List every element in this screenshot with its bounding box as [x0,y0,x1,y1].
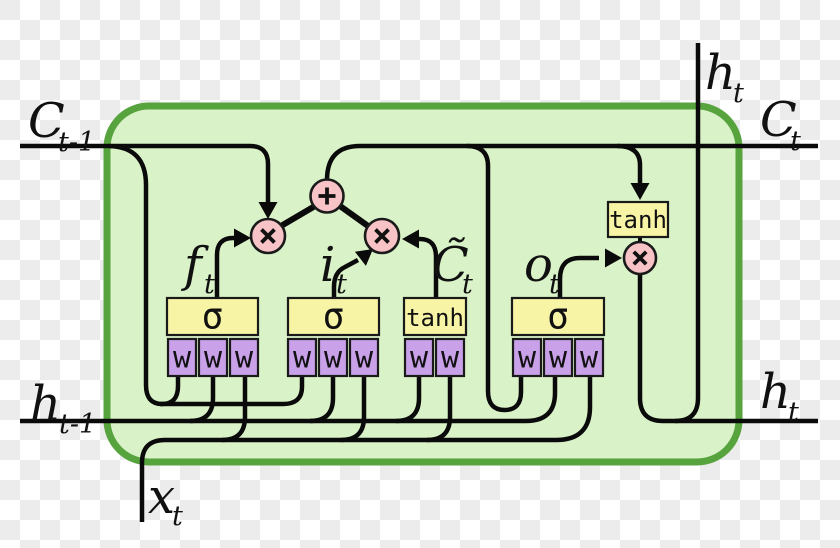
hidden-prev-label: h t-1 [30,376,96,440]
output-gate-arrow-line [557,255,599,298]
hidden-branch-forget [189,377,216,424]
output-signal-label: o t [524,237,560,300]
forget-gate-activation-box [165,296,260,337]
peephole-cprev-branch [160,377,305,407]
output-tanh-label: tanh [609,206,667,234]
input-multiply-to-add-line [338,203,370,229]
candidate-weight-label-2: w [441,341,460,376]
multiply-icon-input [374,228,390,244]
arrowhead-into-input-multiply-right [402,229,419,249]
cell-state-in-line [20,143,271,203]
input-weight-box-3 [348,337,380,378]
peephole-cnew-line [466,143,524,413]
output-weight-label-2: w [549,341,568,376]
multiply-icon-forget [260,228,276,244]
input-vec-label: x t [148,469,183,532]
multiply-icon-output [632,250,648,266]
cell-next-label: C t [760,92,801,157]
input-weight-label-1: w [293,341,312,376]
hidden-branch-candidate [395,377,422,424]
forget-weight-label-2: w [204,341,223,376]
input-weight-box-1 [286,337,318,378]
input-vec-branch-forget [221,377,248,443]
peephole-cprev-line [108,143,181,407]
cell-prev-label: C t-1 [28,93,95,158]
hidden-branch-input [309,377,336,424]
cell-state-out-line [324,143,818,181]
input-weight-label-2: w [324,341,343,376]
candidate-activation-label: tanh [406,304,464,332]
input-weight-box-2 [317,337,349,378]
forget-weight-box-1 [166,337,198,378]
forget-weight-box-2 [197,337,229,378]
forget-weight-label-1: w [173,341,192,376]
plus-icon [318,187,336,205]
hidden-next-top-label: h t [705,45,744,109]
arrowhead-into-input-multiply [354,249,373,266]
arrowhead-into-forget-multiply-left [234,228,251,248]
arrowhead-into-output-tanh [630,183,650,200]
hidden-prev-line [20,377,558,424]
input-vec-branch-candidate [426,377,453,443]
arrowhead-into-output-multiply [605,248,622,268]
arrowhead-into-forget-multiply [258,202,278,219]
cell-to-tanh-line [616,143,643,184]
input-gate-arrow-line [331,258,360,298]
candidate-gate-activation-box [402,296,468,337]
hidden-out-up-line [674,43,701,424]
candidate-signal-label: C̃ t [432,235,473,300]
input-vec-branch-input [340,377,367,443]
input-signal-label: i t [320,237,347,300]
output-weight-box-3 [573,337,605,378]
output-activation-gate-label: σ [547,297,569,338]
output-gate-activation-box [510,296,606,337]
output-weight-label-3: w [580,341,599,376]
output-tanh-box [606,200,670,239]
forget-gate-arrow-line [214,235,236,298]
hidden-out-line [637,274,818,424]
candidate-weight-box-1 [403,337,435,378]
output-weight-box-2 [542,337,574,378]
input-weight-label-3: w [355,341,374,376]
output-weight-box-1 [511,337,543,378]
candidate-weight-label-1: w [410,341,429,376]
forget-activation-label: σ [202,297,224,338]
forget-weight-box-3 [228,337,260,378]
forget-multiply-to-add-line [279,203,317,229]
output-weight-label-1: w [518,341,537,376]
forget-weight-label-3: w [235,341,254,376]
candidate-arrow-line [417,236,439,298]
candidate-weight-box-2 [434,337,466,378]
input-activation-label: σ [323,297,345,338]
input-gate-activation-box [286,296,381,337]
input-vec-line [139,377,593,522]
hidden-next-right-label: h t [760,364,799,428]
